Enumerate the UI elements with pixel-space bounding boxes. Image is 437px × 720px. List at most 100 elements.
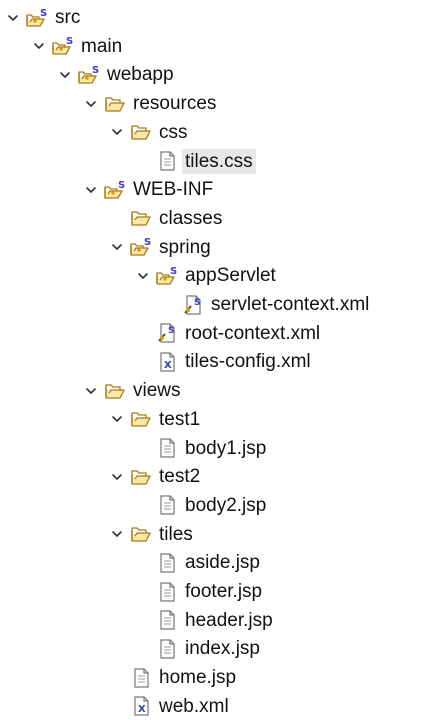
tree-item-spring[interactable]: S spring (110, 234, 214, 261)
text-file-icon (156, 638, 178, 660)
folder-open-icon (130, 466, 152, 488)
spring-folder-icon: S (130, 236, 152, 258)
tree-item-web-xml[interactable]: X web.xml (110, 693, 232, 720)
tree-item-label: index.jsp (185, 638, 260, 660)
svg-text:X: X (164, 360, 172, 371)
tree-item-tiles[interactable]: tiles (110, 521, 196, 548)
tree-item-tiles-config-xml[interactable]: X tiles-config.xml (136, 348, 314, 375)
twisty-spacer (136, 348, 150, 375)
tree-item-label: footer.jsp (185, 581, 263, 602)
chevron-down-icon[interactable] (110, 234, 124, 261)
tree-item-home-jsp[interactable]: home.jsp (110, 664, 239, 691)
tree-item-index-jsp[interactable]: index.jsp (136, 635, 263, 662)
tree-item-test2[interactable]: test2 (110, 463, 203, 490)
chevron-down-icon[interactable] (136, 262, 150, 289)
tree-item-main[interactable]: S main (32, 33, 125, 60)
tree-item-label: main (81, 35, 123, 57)
tree-item-label: tiles (159, 523, 193, 545)
tree-item-label: body1.jsp (185, 437, 267, 459)
text-file-icon (156, 609, 178, 631)
text-file-icon (156, 437, 178, 459)
tree-item-classes[interactable]: classes (110, 205, 225, 232)
svg-text:S: S (40, 8, 47, 19)
folder-open-icon (130, 408, 152, 430)
tree-item-label: css (159, 121, 188, 143)
folder-open-icon (130, 207, 152, 229)
twisty-spacer (136, 320, 150, 347)
text-file-icon (156, 150, 178, 172)
tree-item-header-jsp[interactable]: header.jsp (136, 607, 276, 634)
svg-text:S: S (66, 36, 73, 47)
tree-item-label: WEB-INF (133, 179, 214, 201)
xml-file-icon: X (156, 351, 178, 373)
tree-item-resources[interactable]: resources (84, 90, 219, 117)
tree-item-label: resources (133, 93, 217, 115)
chevron-down-icon[interactable] (32, 33, 46, 60)
tree-item-src[interactable]: S src (6, 4, 83, 31)
tree-item-label: test1 (159, 408, 201, 430)
tree-item-label: src (55, 7, 81, 28)
chevron-down-icon[interactable] (110, 119, 124, 146)
chevron-down-icon[interactable] (84, 90, 98, 117)
tree-item-label: spring (159, 236, 211, 258)
tree-item-label: tiles.css (182, 148, 256, 174)
tree-item-label: views (133, 380, 181, 402)
chevron-down-icon[interactable] (84, 176, 98, 203)
tree-item-label: classes (159, 207, 223, 229)
tree-item-web-inf[interactable]: S WEB-INF (84, 176, 216, 203)
tree-item-appservlet[interactable]: S appServlet (136, 262, 279, 289)
svg-text:S: S (144, 237, 151, 248)
tree-item-label: appServlet (185, 265, 276, 287)
tree-item-body1-jsp[interactable]: body1.jsp (136, 435, 269, 462)
twisty-spacer (110, 205, 124, 232)
twisty-spacer (110, 664, 124, 691)
tree-item-label: tiles-config.xml (185, 351, 311, 373)
spring-folder-icon: S (52, 35, 74, 57)
spring-bean-xml-icon: S (156, 322, 178, 344)
svg-text:S: S (168, 326, 174, 336)
twisty-spacer (136, 607, 150, 634)
chevron-down-icon[interactable] (84, 377, 98, 404)
twisty-spacer (136, 148, 150, 175)
spring-folder-icon: S (104, 179, 126, 201)
tree-item-label: test2 (159, 466, 201, 488)
tree-item-label: web.xml (159, 695, 229, 717)
chevron-down-icon[interactable] (110, 521, 124, 548)
text-file-icon (156, 581, 178, 603)
svg-text:S: S (170, 266, 177, 277)
twisty-spacer (136, 578, 150, 605)
spring-folder-icon: S (156, 265, 178, 287)
tree-item-views[interactable]: views (84, 377, 184, 404)
twisty-spacer (136, 549, 150, 576)
twisty-spacer (136, 492, 150, 519)
tree-item-servlet-context-xml[interactable]: S servlet-context.xml (162, 291, 372, 318)
chevron-down-icon[interactable] (6, 4, 20, 31)
twisty-spacer (136, 435, 150, 462)
tree-item-footer-jsp[interactable]: footer.jsp (136, 578, 265, 605)
text-file-icon (156, 494, 178, 516)
spring-bean-xml-icon: S (182, 294, 204, 316)
chevron-down-icon[interactable] (110, 463, 124, 490)
tree-item-aside-jsp[interactable]: aside.jsp (136, 549, 263, 576)
folder-open-icon (104, 93, 126, 115)
tree-item-label: body2.jsp (185, 494, 267, 516)
tree-item-body2-jsp[interactable]: body2.jsp (136, 492, 269, 519)
chevron-down-icon[interactable] (110, 406, 124, 433)
chevron-down-icon[interactable] (58, 61, 72, 88)
twisty-spacer (136, 635, 150, 662)
tree-item-label: webapp (107, 64, 174, 86)
xml-file-icon: X (130, 695, 152, 717)
tree-item-webapp[interactable]: S webapp (58, 61, 177, 88)
tree-item-tiles-css[interactable]: tiles.css (136, 148, 256, 175)
folder-open-icon (130, 523, 152, 545)
tree-item-label: root-context.xml (185, 322, 321, 344)
tree-item-label: home.jsp (159, 667, 237, 689)
tree-item-test1[interactable]: test1 (110, 406, 203, 433)
twisty-spacer (162, 291, 176, 318)
twisty-spacer (110, 693, 124, 720)
text-file-icon (130, 667, 152, 689)
tree-item-root-context-xml[interactable]: S root-context.xml (136, 320, 323, 347)
tree-item-css[interactable]: css (110, 119, 191, 146)
svg-text:S: S (118, 180, 125, 191)
